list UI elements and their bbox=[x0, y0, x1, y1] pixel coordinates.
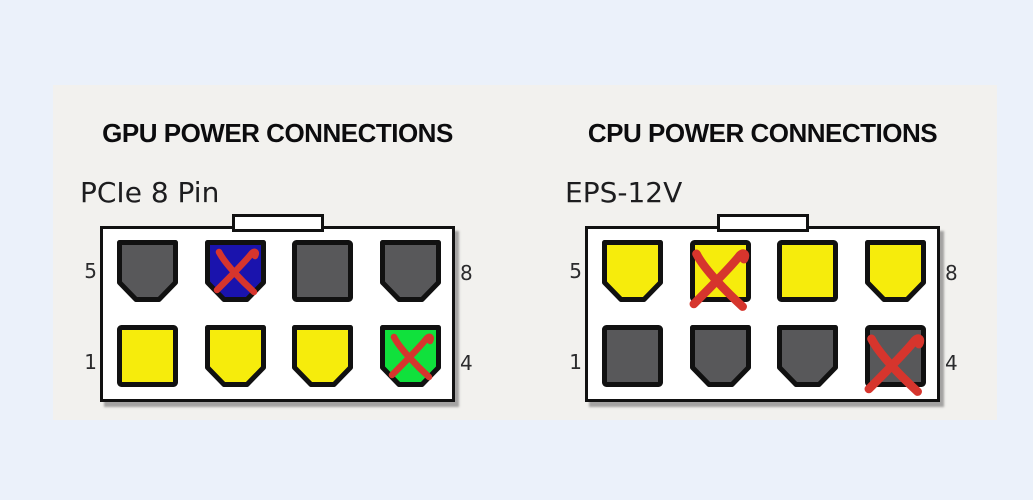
pin-row-top bbox=[602, 240, 926, 311]
eps-pin8-label: 8 bbox=[945, 261, 958, 285]
pin-5 bbox=[117, 240, 178, 302]
pin-6-crossed bbox=[204, 240, 266, 302]
cross-mark bbox=[388, 333, 434, 381]
pin-shape-square bbox=[777, 240, 839, 302]
pcie-pin5-label: 5 bbox=[84, 259, 97, 283]
pcie-pin8-label: 8 bbox=[460, 261, 473, 285]
pin-1 bbox=[602, 325, 663, 387]
pin-shape-square bbox=[602, 325, 663, 387]
cpu-module-title: CPU POWER CONNECTIONS bbox=[587, 118, 938, 148]
pin-4-crossed bbox=[379, 325, 441, 387]
eps-connector-body: 5 8 1 4 bbox=[569, 214, 958, 402]
pin-3 bbox=[777, 325, 839, 387]
pin-6-crossed bbox=[689, 240, 751, 311]
pin-2 bbox=[689, 325, 751, 387]
pcie-pin1-label: 1 bbox=[84, 350, 97, 374]
pcie-connector-body: 5 8 1 4 bbox=[84, 214, 473, 402]
pin-3 bbox=[292, 325, 354, 387]
pin-row-bottom bbox=[602, 325, 926, 396]
eps-pin4-label: 4 bbox=[945, 351, 958, 375]
cross-mark bbox=[213, 248, 259, 296]
pin-shape-chamfer bbox=[204, 325, 266, 387]
cross-mark bbox=[689, 249, 749, 311]
pin-row-top bbox=[117, 240, 441, 302]
pin-shape-chamfer bbox=[777, 325, 839, 387]
pcie-connector-clip-tab bbox=[231, 214, 324, 232]
pin-shape-square bbox=[292, 240, 354, 302]
pin-row-bottom bbox=[117, 325, 441, 387]
pin-shape-chamfer bbox=[117, 240, 178, 302]
pin-shape-chamfer bbox=[689, 325, 751, 387]
eps-connector-clip-tab bbox=[716, 214, 809, 232]
eps-connector-type-label: EPS-12V bbox=[565, 176, 683, 209]
eps-pin1-label: 1 bbox=[569, 350, 582, 374]
gpu-module-title: GPU POWER CONNECTIONS bbox=[102, 118, 453, 148]
pcie-connector-type-label: PCIe 8 Pin bbox=[80, 176, 220, 209]
pin-shape-square bbox=[117, 325, 178, 387]
pin-1 bbox=[117, 325, 178, 387]
eps-pin5-label: 5 bbox=[569, 259, 582, 283]
pin-8 bbox=[379, 240, 441, 302]
pin-7 bbox=[777, 240, 839, 302]
pcie-pin-grid bbox=[103, 229, 452, 399]
pin-shape-chamfer bbox=[292, 325, 354, 387]
pin-shape-chamfer bbox=[864, 240, 926, 302]
eps-pin-grid bbox=[588, 229, 937, 399]
pin-4-crossed bbox=[864, 325, 926, 396]
pin-8 bbox=[864, 240, 926, 302]
pin-shape-chamfer bbox=[379, 240, 441, 302]
pin-2 bbox=[204, 325, 266, 387]
cross-mark bbox=[864, 334, 925, 396]
pin-5 bbox=[602, 240, 663, 302]
pin-7 bbox=[292, 240, 354, 302]
pin-shape-chamfer bbox=[602, 240, 663, 302]
pcie-pin4-label: 4 bbox=[460, 351, 473, 375]
